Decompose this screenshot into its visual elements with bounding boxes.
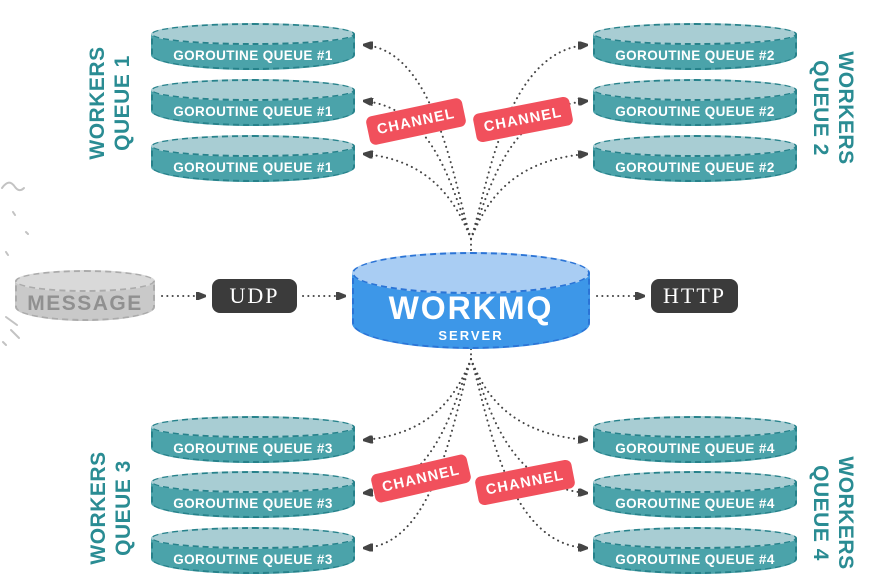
cylinder-label-layer: GOROUTINE QUEUE #4 (593, 538, 797, 574)
top-fan-arrows (364, 45, 587, 251)
goroutine-queue-4-cylinder-2: GOROUTINE QUEUE #4 (593, 471, 797, 518)
cylinder-top-face (593, 471, 797, 493)
queue-label: GOROUTINE QUEUE #3 (173, 496, 333, 511)
group-label-workers-queue-2: WORKERS QUEUE 2 (805, 33, 857, 183)
cylinder-label-layer: GOROUTINE QUEUE #1 (151, 34, 355, 70)
goroutine-queue-1-cylinder-2: GOROUTINE QUEUE #1 (151, 79, 355, 126)
group-label-line: WORKERS (86, 46, 109, 160)
cylinder-top-face (593, 23, 797, 45)
queue-label: GOROUTINE QUEUE #3 (173, 552, 333, 567)
cylinder-top-face (593, 527, 797, 549)
server-title: WORKMQ (388, 289, 554, 326)
cylinder-label-layer: GOROUTINE QUEUE #3 (151, 427, 355, 463)
cylinder-top-face (151, 135, 355, 157)
arrow-to-queue4-row1 (470, 358, 587, 440)
goroutine-queue-4-cylinder-3: GOROUTINE QUEUE #4 (593, 527, 797, 574)
sketch-artifacts (1, 181, 29, 346)
goroutine-queue-3-cylinder-3: GOROUTINE QUEUE #3 (151, 527, 355, 574)
cylinder-top-face (593, 416, 797, 438)
group-label-workers-queue-3: WORKERS QUEUE 3 (87, 433, 139, 583)
server-subtitle: SERVER (438, 327, 504, 343)
arrow-to-queue1-row3 (364, 154, 472, 240)
goroutine-queue-3-cylinder-1: GOROUTINE QUEUE #3 (151, 416, 355, 463)
group-label-line: WORKERS (834, 51, 857, 165)
cylinder-top-face (352, 252, 590, 294)
group-label-line: QUEUE 3 (111, 460, 135, 556)
group-label-line: QUEUE 4 (809, 465, 833, 561)
cylinder-top-face (151, 527, 355, 549)
udp-label: UDP (229, 283, 280, 308)
goroutine-queue-1-cylinder-3: GOROUTINE QUEUE #1 (151, 135, 355, 182)
queue-label: GOROUTINE QUEUE #3 (173, 441, 333, 456)
queue-label: GOROUTINE QUEUE #1 (173, 160, 333, 175)
goroutine-queue-3-cylinder-2: GOROUTINE QUEUE #3 (151, 471, 355, 518)
http-node: HTTP (651, 279, 738, 313)
cylinder-label-layer: GOROUTINE QUEUE #2 (593, 34, 797, 70)
arrow-to-queue3-row3 (364, 358, 472, 548)
group-label-workers-queue-4: WORKERS QUEUE 4 (805, 438, 857, 586)
arrow-to-queue1-row1 (364, 45, 472, 240)
workmq-server-cylinder: WORKMQ SERVER (352, 252, 590, 349)
queue-label: GOROUTINE QUEUE #4 (615, 441, 775, 456)
queue-label: GOROUTINE QUEUE #1 (173, 48, 333, 63)
cylinder-top-face (151, 23, 355, 45)
cylinder-top-face (151, 79, 355, 101)
cylinder-top-face (593, 79, 797, 101)
group-label-line: WORKERS (834, 456, 857, 570)
message-label: MESSAGE (27, 291, 143, 315)
sketch-dashes (5, 316, 20, 339)
queue-label: GOROUTINE QUEUE #4 (615, 496, 775, 511)
message-cylinder: MESSAGE (15, 270, 155, 321)
queue-label: GOROUTINE QUEUE #4 (615, 552, 775, 567)
arrow-to-queue2-row3 (470, 154, 587, 240)
cylinder-label-layer: GOROUTINE QUEUE #1 (151, 146, 355, 182)
arrow-to-queue2-row1 (470, 45, 587, 240)
group-label-line: QUEUE 1 (110, 55, 134, 151)
cylinder-label-layer: GOROUTINE QUEUE #2 (593, 146, 797, 182)
cylinder-label-layer: GOROUTINE QUEUE #4 (593, 427, 797, 463)
cylinder-label-layer: GOROUTINE QUEUE #2 (593, 90, 797, 126)
queue-label: GOROUTINE QUEUE #2 (615, 48, 775, 63)
cylinder-label-layer: GOROUTINE QUEUE #3 (151, 538, 355, 574)
arrow-to-queue4-row3 (470, 358, 587, 548)
http-label: HTTP (663, 283, 726, 308)
group-label-line: WORKERS (87, 451, 110, 565)
cylinder-label-layer: MESSAGE (15, 281, 155, 321)
cylinder-label-layer: WORKMQ SERVER (352, 273, 590, 349)
cylinder-top-face (593, 135, 797, 157)
group-label-workers-queue-1: WORKERS QUEUE 1 (86, 28, 138, 178)
goroutine-queue-2-cylinder-1: GOROUTINE QUEUE #2 (593, 23, 797, 70)
queue-label: GOROUTINE QUEUE #2 (615, 104, 775, 119)
cylinder-label-layer: GOROUTINE QUEUE #1 (151, 90, 355, 126)
cylinder-label-layer: GOROUTINE QUEUE #4 (593, 482, 797, 518)
goroutine-queue-4-cylinder-1: GOROUTINE QUEUE #4 (593, 416, 797, 463)
queue-label: GOROUTINE QUEUE #1 (173, 104, 333, 119)
arrow-to-queue3-row1 (364, 358, 472, 440)
group-label-line: QUEUE 2 (809, 60, 833, 156)
queue-label: GOROUTINE QUEUE #2 (615, 160, 775, 175)
sketch-specks (2, 211, 29, 346)
udp-node: UDP (212, 279, 297, 313)
cylinder-top-face (151, 416, 355, 438)
cylinder-top-face (15, 270, 155, 292)
sketch-squiggle (1, 181, 25, 192)
bottom-fan-arrows (364, 348, 587, 548)
goroutine-queue-2-cylinder-2: GOROUTINE QUEUE #2 (593, 79, 797, 126)
cylinder-label-layer: GOROUTINE QUEUE #3 (151, 482, 355, 518)
cylinder-top-face (151, 471, 355, 493)
goroutine-queue-1-cylinder-1: GOROUTINE QUEUE #1 (151, 23, 355, 70)
goroutine-queue-2-cylinder-3: GOROUTINE QUEUE #2 (593, 135, 797, 182)
